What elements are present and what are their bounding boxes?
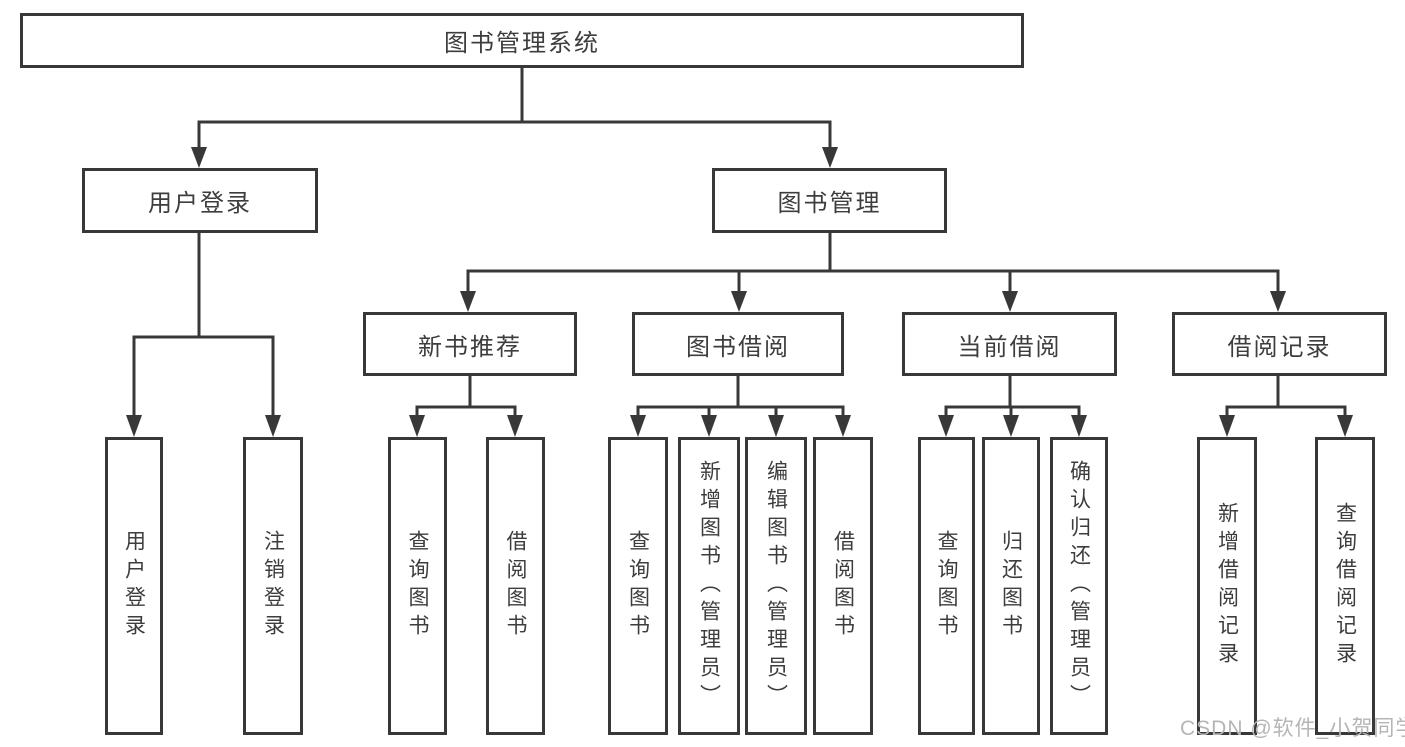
node-confirm-return-admin: 确认归还（管理员） [1050, 437, 1108, 735]
csdn-watermark: CSDN @软件_小贺同学 [1180, 717, 1405, 740]
node-return-books: 归还图书 [982, 437, 1040, 735]
node-add-books-admin: 新增图书（管理员） [678, 437, 740, 735]
node-query-books-recommend: 查询图书 [388, 437, 447, 735]
node-edit-books-admin: 编辑图书（管理员） [745, 437, 807, 735]
node-query-books-current: 查询图书 [918, 437, 975, 735]
node-user-login: 用户登录 [105, 437, 163, 735]
node-add-borrow-record: 新增借阅记录 [1197, 437, 1257, 735]
node-borrow-books-recommend: 借阅图书 [486, 437, 545, 735]
node-library-management-system: 图书管理系统 [20, 13, 1024, 68]
node-query-books-borrow: 查询图书 [608, 437, 668, 735]
node-book-borrow: 图书借阅 [632, 312, 844, 376]
node-user-login-branch: 用户登录 [82, 168, 318, 233]
node-logout-login: 注销登录 [243, 437, 303, 735]
arrowheads [126, 147, 1353, 437]
node-book-management: 图书管理 [712, 168, 947, 233]
node-current-borrow: 当前借阅 [902, 312, 1117, 376]
node-borrow-books: 借阅图书 [813, 437, 873, 735]
node-query-borrow-record: 查询借阅记录 [1315, 437, 1375, 735]
node-new-book-recommend: 新书推荐 [363, 312, 577, 376]
node-borrow-records: 借阅记录 [1172, 312, 1387, 376]
